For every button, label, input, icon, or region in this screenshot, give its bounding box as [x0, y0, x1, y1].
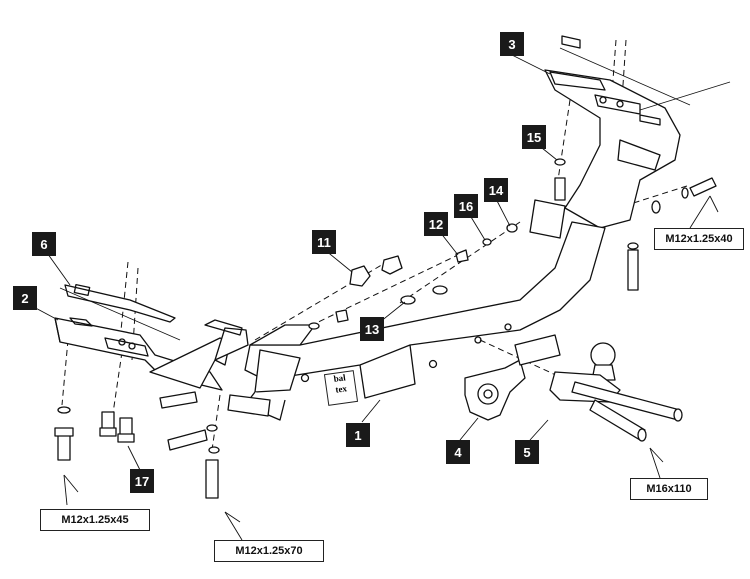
part-label-1: 1: [346, 423, 370, 447]
part-label-16: 16: [454, 194, 478, 218]
part-label-3: 3: [500, 32, 524, 56]
part-label-13: 13: [360, 317, 384, 341]
bolt-spec-center: M12x1.25x70: [214, 540, 324, 562]
tow-ball: [549, 342, 683, 442]
bracket-right: [544, 35, 731, 229]
socket-plate: [464, 334, 561, 421]
bracket-left: [54, 317, 249, 391]
crossbar: [227, 199, 606, 421]
bolt-spec-right-top: M12x1.25x40: [654, 228, 744, 250]
logo-line-2: tex: [334, 383, 348, 395]
part-label-14: 14: [484, 178, 508, 202]
bracket-left-top-plate: [59, 283, 181, 341]
part-label-11: 11: [312, 230, 336, 254]
fasteners: [54, 158, 717, 499]
bolt-spec-ball: M16x110: [630, 478, 708, 500]
part-label-12: 12: [424, 212, 448, 236]
part-label-4: 4: [446, 440, 470, 464]
part-label-6: 6: [32, 232, 56, 256]
bolt-spec-left: M12x1.25x45: [40, 509, 150, 531]
part-label-17: 17: [130, 469, 154, 493]
part-label-15: 15: [522, 125, 546, 149]
baltex-logo: bal tex: [323, 370, 359, 406]
part-label-2: 2: [13, 286, 37, 310]
part-label-5: 5: [515, 440, 539, 464]
